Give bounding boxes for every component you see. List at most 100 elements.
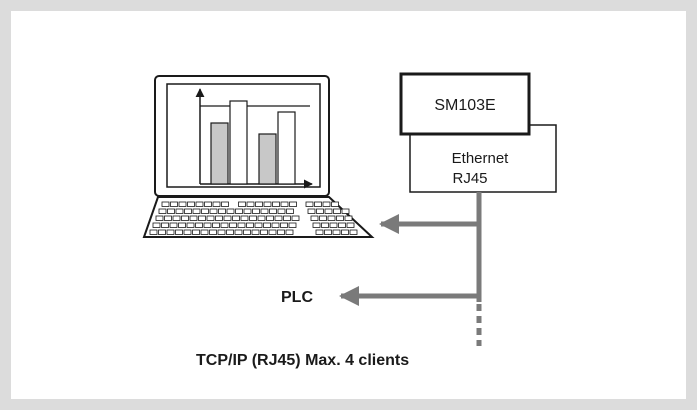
keyboard-key (288, 222, 297, 228)
keyboard-key (277, 208, 286, 214)
keyboard-key (175, 208, 184, 214)
keyboard-key (198, 215, 206, 221)
keyboard-key (167, 208, 175, 214)
keyboard-key (178, 201, 187, 207)
keyboard-key (209, 229, 217, 235)
keyboard-key (164, 215, 172, 221)
keyboard-key (166, 229, 175, 235)
keyboard-key (161, 201, 170, 207)
plc-label: PLC (281, 289, 313, 306)
keyboard-key (201, 208, 209, 214)
keyboard-key (200, 229, 209, 235)
keyboard-key (243, 208, 252, 214)
keyboard-key (181, 215, 189, 221)
chart-bar-2 (229, 100, 248, 185)
keypad-key (305, 201, 314, 207)
sm103e-device-box (399, 72, 531, 136)
keypad-key (346, 222, 355, 228)
keyboard-key (226, 229, 234, 235)
keyboard-key (223, 215, 232, 221)
keyboard-key (249, 215, 257, 221)
module-label-line2: RJ45 (452, 170, 487, 187)
keyboard-key (192, 208, 201, 214)
keyboard-key (175, 229, 183, 235)
keypad-key (322, 201, 331, 207)
keyboard-key (203, 222, 212, 228)
keyboard-key (283, 215, 291, 221)
keyboard-key (161, 222, 169, 228)
keypad-key (324, 229, 332, 235)
keyboard-key (234, 229, 243, 235)
keyboard-icon (142, 196, 375, 238)
bar-chart-icon (195, 88, 313, 189)
keyboard-key (246, 201, 255, 207)
keyboard-key (280, 222, 288, 228)
keyboard-key (277, 229, 285, 235)
keypad-key (319, 215, 327, 221)
keyboard-key (285, 229, 294, 235)
keyboard-key (212, 222, 220, 228)
keyboard-key (237, 222, 246, 228)
keypad-key (312, 222, 321, 228)
keypad-key (349, 229, 358, 235)
keypad-key (316, 208, 324, 214)
keyboard-key (170, 201, 178, 207)
keypad-key (321, 222, 329, 228)
keypad-key (341, 229, 349, 235)
keyboard-key (235, 208, 243, 214)
keypad-key (338, 222, 346, 228)
keyboard-key (169, 222, 178, 228)
keyboard-key (271, 222, 280, 228)
keyboard-key (155, 215, 164, 221)
connections (339, 192, 482, 346)
keyboard-key (238, 201, 246, 207)
keyboard-key (220, 222, 229, 228)
keypad-key (336, 215, 344, 221)
keyboard-key (268, 229, 277, 235)
keyboard-key (246, 222, 254, 228)
chart-bar-3 (258, 133, 277, 185)
keyboard-key (240, 215, 249, 221)
keyboard-key (260, 208, 269, 214)
keypad-key (324, 208, 333, 214)
keypad-key (327, 215, 336, 221)
keyboard-keys (149, 201, 358, 235)
chart-bar-1 (210, 122, 229, 185)
keyboard-key (172, 215, 181, 221)
keyboard-key (187, 201, 195, 207)
keyboard-key (266, 215, 274, 221)
keyboard-key (255, 201, 263, 207)
keyboard-key (152, 222, 161, 228)
keyboard-key (252, 208, 260, 214)
device-label: SM103E (434, 97, 495, 114)
keyboard-key (229, 222, 237, 228)
keyboard-key (186, 222, 195, 228)
keyboard-key (243, 229, 251, 235)
keyboard-key (272, 201, 280, 207)
ethernet-module-box (409, 124, 557, 193)
keyboard-key (158, 208, 167, 214)
keypad-key (332, 229, 341, 235)
keyboard-key (215, 215, 223, 221)
network-label: TCP/IP (RJ45) Max. 4 clients (196, 352, 409, 369)
keypad-key (341, 208, 350, 214)
keyboard-key (218, 208, 226, 214)
keyboard-key (184, 208, 192, 214)
keyboard-key (204, 201, 212, 207)
keyboard-key (260, 229, 268, 235)
keyboard-key (195, 222, 203, 228)
keyboard-key (286, 208, 294, 214)
keyboard-key (183, 229, 192, 235)
keyboard-key (254, 222, 263, 228)
keyboard-key (206, 215, 215, 221)
keypad-key (344, 215, 353, 221)
keypad-key (331, 201, 339, 207)
keyboard-key (274, 215, 283, 221)
keyboard-key (263, 222, 271, 228)
keypad-key (314, 201, 322, 207)
keyboard-key (221, 201, 229, 207)
keyboard-key (195, 201, 204, 207)
keyboard-key (232, 215, 240, 221)
